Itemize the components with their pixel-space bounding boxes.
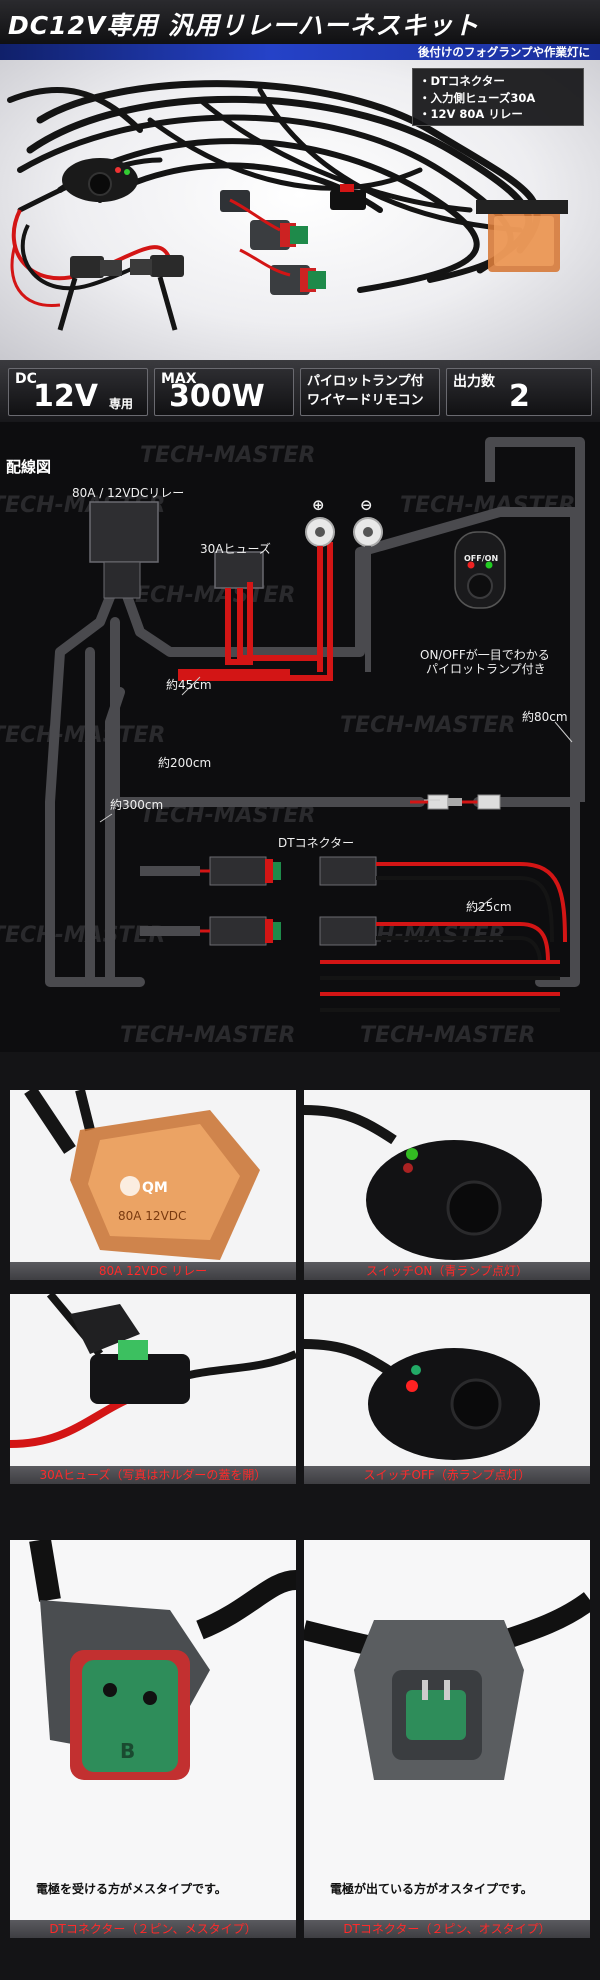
relay-caption: 80A 12VDC リレー: [10, 1262, 296, 1280]
length-label-80: 約80cm: [522, 710, 568, 724]
length-label-300: 約300cm: [110, 798, 164, 812]
harness-photo-illustration: [7, 80, 568, 331]
dt-connector-label: DTコネクター: [278, 836, 355, 850]
switch-label: OFF/ON: [464, 554, 499, 563]
watermark: TECH-MASTER: [140, 443, 315, 468]
spec-remote: パイロットランプ付 ワイヤードリモコン: [300, 368, 440, 416]
subtitle: 後付けのフォグランプや作業灯に: [417, 45, 590, 59]
feature-item: ・DTコネクター: [419, 74, 505, 88]
relay-brand-text: QM: [142, 1180, 168, 1196]
pin-letter: B: [120, 1739, 135, 1763]
spec-outputs-label: 出力数: [453, 374, 495, 390]
male-connector-photo: [304, 1540, 590, 1938]
watermark: TECH-MASTER: [0, 923, 165, 948]
fuse-photo: [10, 1294, 296, 1484]
feature-item: ・入力側ヒューズ30A: [419, 90, 536, 105]
watermark: TECH-MASTER: [140, 803, 315, 828]
female-connector-photo: B: [10, 1540, 296, 1938]
fuse-symbol: [214, 551, 264, 589]
relay-photo: QM 80A 12VDC: [10, 1090, 296, 1280]
spec-voltage-value: 12V: [33, 379, 98, 414]
wiring-diagram: TECH-MASTER TECH-MASTER TECH-MASTER TECH…: [0, 422, 600, 1052]
spec-remote-line1: パイロットランプ付: [307, 374, 424, 389]
spec-voltage-suffix: 専用: [109, 397, 134, 411]
features-box: ・DTコネクター ・入力側ヒューズ30A ・12V 80A リレー: [412, 68, 584, 126]
fuse-caption: 30Aヒューズ（写真はホルダーの蓋を開）: [10, 1466, 296, 1484]
negative-symbol: ⊖: [360, 496, 373, 514]
relay-label: 80A / 12VDCリレー: [72, 486, 185, 500]
relay-symbol: [89, 501, 159, 563]
watermark: TECH-MASTER: [120, 583, 295, 608]
feature-item: ・12V 80A リレー: [419, 107, 523, 121]
spec-power-prefix: MAX: [161, 371, 197, 387]
fuse-label: 30Aヒューズ: [200, 542, 271, 556]
female-caption: DTコネクター（２ピン、メスタイプ）: [10, 1920, 296, 1938]
watermark: TECH-MASTER: [360, 1023, 535, 1048]
length-label-200: 約200cm: [158, 756, 212, 770]
positive-symbol: ⊕: [312, 496, 325, 514]
spec-remote-line2: ワイヤードリモコン: [307, 393, 424, 408]
watermark: TECH-MASTER: [120, 1023, 295, 1048]
spec-voltage: DC 12V 専用: [8, 368, 148, 416]
switch-on-caption: スイッチON（青ランプ点灯）: [304, 1262, 590, 1280]
subtitle-bar: [0, 44, 600, 60]
diagram-title: 配線図: [6, 458, 52, 476]
female-note: 電極を受ける方がメスタイプです。: [36, 1882, 227, 1896]
page-title: DC12V専用 汎用リレーハーネスキット: [8, 11, 480, 40]
length-label-25: 約25cm: [466, 900, 512, 914]
switch-off-caption: スイッチOFF（赤ランプ点灯）: [304, 1466, 590, 1484]
wiring-diagram-svg: TECH-MASTER TECH-MASTER TECH-MASTER TECH…: [0, 437, 585, 1048]
spec-power: MAX 300W: [154, 368, 294, 416]
relay-rating-text: 80A 12VDC: [118, 1209, 186, 1223]
pilot-note-line1: ON/OFFが一目でわかる: [420, 648, 550, 662]
length-label-45: 約45cm: [166, 678, 212, 692]
male-note: 電極が出ている方がオスタイプです。: [330, 1882, 533, 1896]
spec-voltage-prefix: DC: [15, 371, 37, 387]
dt-connector-pair: [200, 916, 377, 946]
watermark: TECH-MASTER: [340, 713, 515, 738]
switch-off-photo: [304, 1294, 590, 1484]
watermark: TECH-MASTER: [0, 723, 165, 748]
pilot-note: ON/OFFが一目でわかる パイロットランプ付き: [420, 648, 550, 676]
dt-connector-pair: [200, 856, 377, 886]
spec-outputs-value: 2: [509, 379, 530, 414]
switch-on-photo: [304, 1090, 590, 1280]
male-caption: DTコネクター（２ピン、オスタイプ）: [304, 1920, 590, 1938]
spec-power-value: 300W: [169, 379, 265, 414]
spec-outputs: 出力数 2: [446, 368, 592, 416]
header: [0, 0, 600, 44]
hero-photo: [0, 60, 600, 360]
pilot-note-line2: パイロットランプ付き: [426, 662, 546, 676]
